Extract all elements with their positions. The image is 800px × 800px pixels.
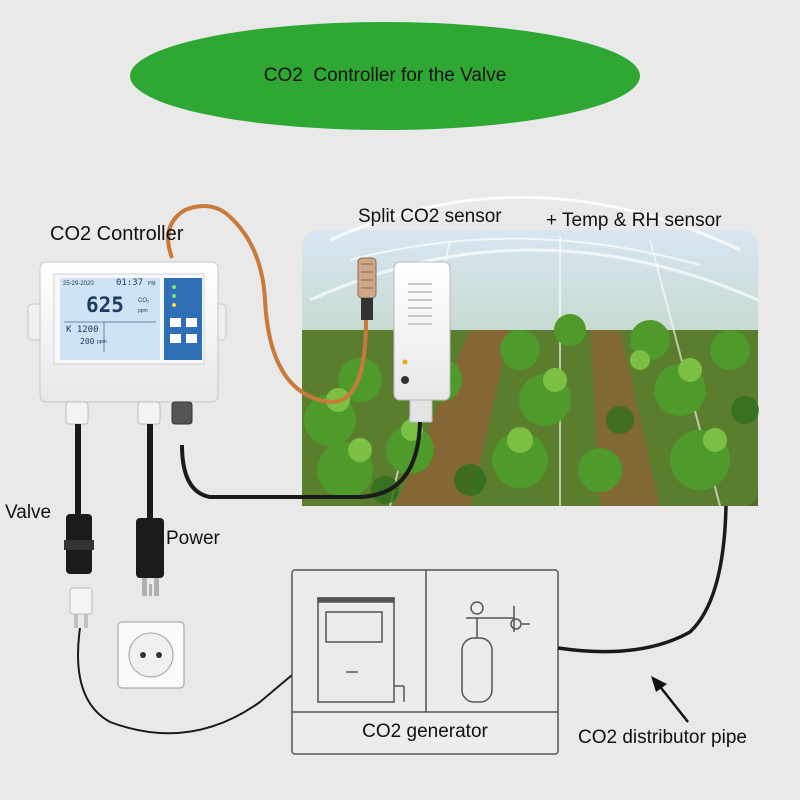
lcd-time-suffix: PM [148, 282, 156, 287]
lcd-second-value: 200 [80, 338, 94, 346]
lcd-second-unit: ppm [97, 340, 107, 345]
valve-label: Valve [5, 503, 51, 522]
lcd-setpoint: K 1200 [66, 326, 99, 335]
generator-label: CO2 generator [292, 722, 558, 741]
power-label: Power [166, 529, 220, 548]
sensor-label-part1: Split CO2 sensor [358, 207, 502, 226]
pipe-label: CO2 distributor pipe [578, 728, 747, 747]
lcd-time: 01:37 [116, 279, 143, 288]
co2-sensor-box [394, 262, 450, 422]
distributor-pipe [558, 506, 726, 652]
arrow-icon [651, 676, 688, 722]
lcd-ppm: ppm [138, 309, 148, 314]
sensor-label-part2: + Temp & RH sensor [546, 211, 721, 230]
power-plug-icon [136, 518, 164, 596]
lcd-date: 25-29-2020 [63, 281, 94, 287]
controller-label: CO2 Controller [50, 224, 183, 244]
greenhouse-photo [302, 197, 759, 506]
valve-plug-icon [64, 514, 94, 628]
lcd-co2-unit: CO₂ [138, 298, 149, 304]
wall-socket-icon [118, 622, 184, 688]
cable-glands [66, 402, 192, 424]
valve-cord [78, 628, 292, 733]
lcd-co2-value: 625 [86, 295, 124, 316]
